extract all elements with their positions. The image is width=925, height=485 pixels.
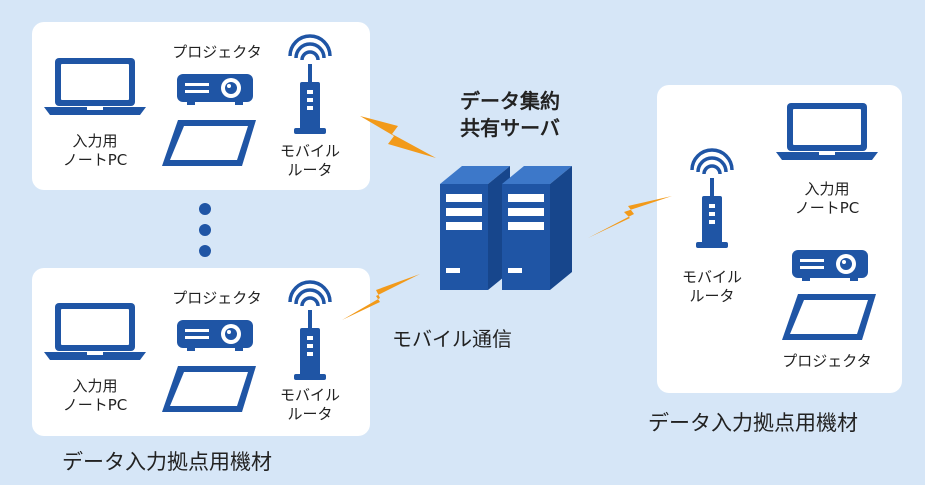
projector-label: プロジェクタ bbox=[172, 289, 262, 307]
ellipsis-dot bbox=[199, 203, 211, 215]
router-label: モバイルルータ bbox=[279, 142, 340, 179]
laptop-icon bbox=[44, 58, 146, 115]
right-group-caption: データ入力拠点用機材 bbox=[648, 411, 858, 435]
projector-icon bbox=[792, 250, 868, 281]
router-label: モバイルルータ bbox=[279, 386, 340, 423]
ellipsis-dot bbox=[199, 245, 211, 257]
lightning-icon bbox=[360, 116, 436, 158]
projector-icon bbox=[177, 74, 253, 105]
server-title: データ集約共有サーバ bbox=[460, 89, 560, 140]
laptop-label: 入力用ノートPC bbox=[794, 180, 860, 217]
projector-icon bbox=[177, 320, 253, 351]
lightning-icon bbox=[588, 196, 672, 238]
tablet-icon bbox=[162, 120, 256, 166]
left-group-caption: データ入力拠点用機材 bbox=[62, 450, 272, 474]
tablet-icon bbox=[162, 366, 256, 412]
router-icon bbox=[690, 148, 734, 248]
server-icon bbox=[440, 166, 572, 290]
tablet-icon bbox=[782, 294, 876, 340]
laptop-icon bbox=[44, 303, 146, 360]
laptop-label: 入力用ノートPC bbox=[62, 132, 128, 169]
laptop-label: 入力用ノートPC bbox=[62, 377, 128, 414]
projector-label: プロジェクタ bbox=[172, 43, 262, 61]
router-icon bbox=[288, 280, 332, 380]
projector-label: プロジェクタ bbox=[782, 352, 872, 370]
laptop-icon bbox=[776, 103, 878, 160]
lightning-icon bbox=[342, 274, 420, 320]
ellipsis-dot bbox=[199, 224, 211, 236]
router-icon bbox=[288, 34, 332, 134]
router-label: モバイルルータ bbox=[681, 268, 742, 305]
mobile-comm-label: モバイル通信 bbox=[392, 327, 512, 351]
